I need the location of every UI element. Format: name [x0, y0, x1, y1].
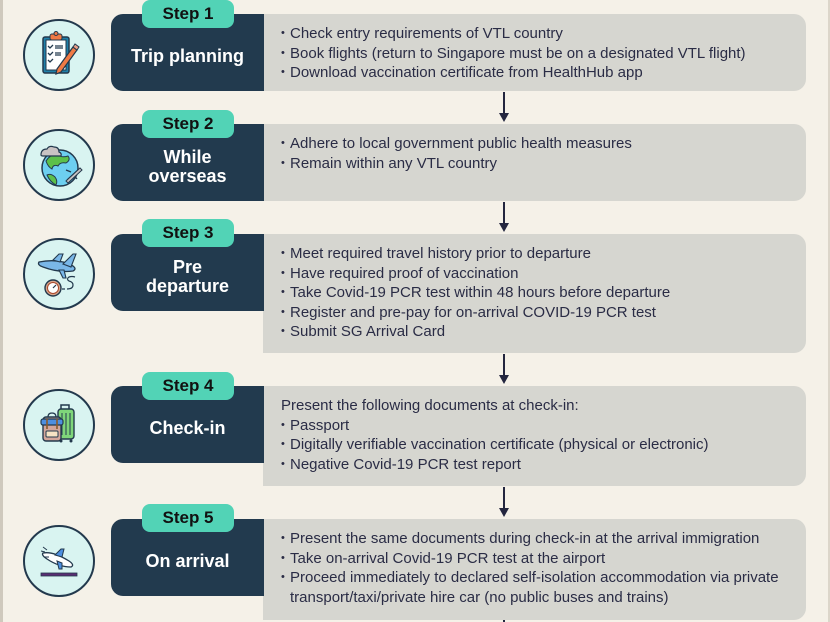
step-2-details: Adhere to local government public health… — [263, 124, 806, 201]
step-4-bullet: Negative Covid-19 PCR test report — [281, 455, 806, 475]
step-3-bullet: Register and pre-pay for on-arrival COVI… — [281, 303, 806, 323]
globe-airplane-icon — [23, 129, 95, 201]
step-2-tab: Step 2 — [142, 110, 234, 138]
step-5-details: Present the same documents during check-… — [263, 519, 806, 620]
step-2-bullet: Remain within any VTL country — [281, 154, 806, 174]
step-3-bullet: Meet required travel history prior to de… — [281, 244, 806, 264]
step-5-bullet: Proceed immediately to declared self-iso… — [281, 568, 806, 607]
step-1-details: Check entry requirements of VTL country … — [263, 14, 806, 91]
step-1-bullet: Check entry requirements of VTL country — [281, 24, 806, 44]
flow-arrow-1 — [499, 92, 509, 122]
page-edge-right — [828, 0, 830, 622]
step-5-bullet: Present the same documents during check-… — [281, 529, 806, 549]
step-4-bullet: Digitally verifiable vaccination certifi… — [281, 435, 806, 455]
step-4-intro: Present the following documents at check… — [281, 397, 579, 414]
flow-arrow-2 — [499, 202, 509, 232]
step-3-details: Meet required travel history prior to de… — [263, 234, 806, 353]
airplane-landing-icon — [23, 525, 95, 597]
step-4-details: Present the following documents at check… — [263, 386, 806, 486]
step-3-bullet: Submit SG Arrival Card — [281, 322, 806, 342]
step-5-tab: Step 5 — [142, 504, 234, 532]
step-3-tab: Step 3 — [142, 219, 234, 247]
flow-arrow-3 — [499, 354, 509, 384]
step-2-bullet: Adhere to local government public health… — [281, 134, 806, 154]
clipboard-checklist-icon — [23, 19, 95, 91]
step-1-bullet: Download vaccination certificate from He… — [281, 63, 806, 83]
step-4-bullet: Passport — [281, 416, 806, 436]
flow-arrow-4 — [499, 487, 509, 517]
step-1-title: Trip planning — [111, 14, 264, 91]
step-1-bullet: Book flights (return to Singapore must b… — [281, 44, 806, 64]
step-5-bullet: Take on-arrival Covid-19 PCR test at the… — [281, 549, 806, 569]
page-edge-left — [0, 0, 3, 622]
airplane-clock-icon — [23, 238, 95, 310]
step-3-bullet: Take Covid-19 PCR test within 48 hours b… — [281, 283, 806, 303]
step-4-tab: Step 4 — [142, 372, 234, 400]
step-3-bullet: Have required proof of vaccination — [281, 264, 806, 284]
step-1-tab: Step 1 — [142, 0, 234, 28]
flow-arrow-5 — [499, 620, 509, 622]
luggage-icon — [23, 389, 95, 461]
